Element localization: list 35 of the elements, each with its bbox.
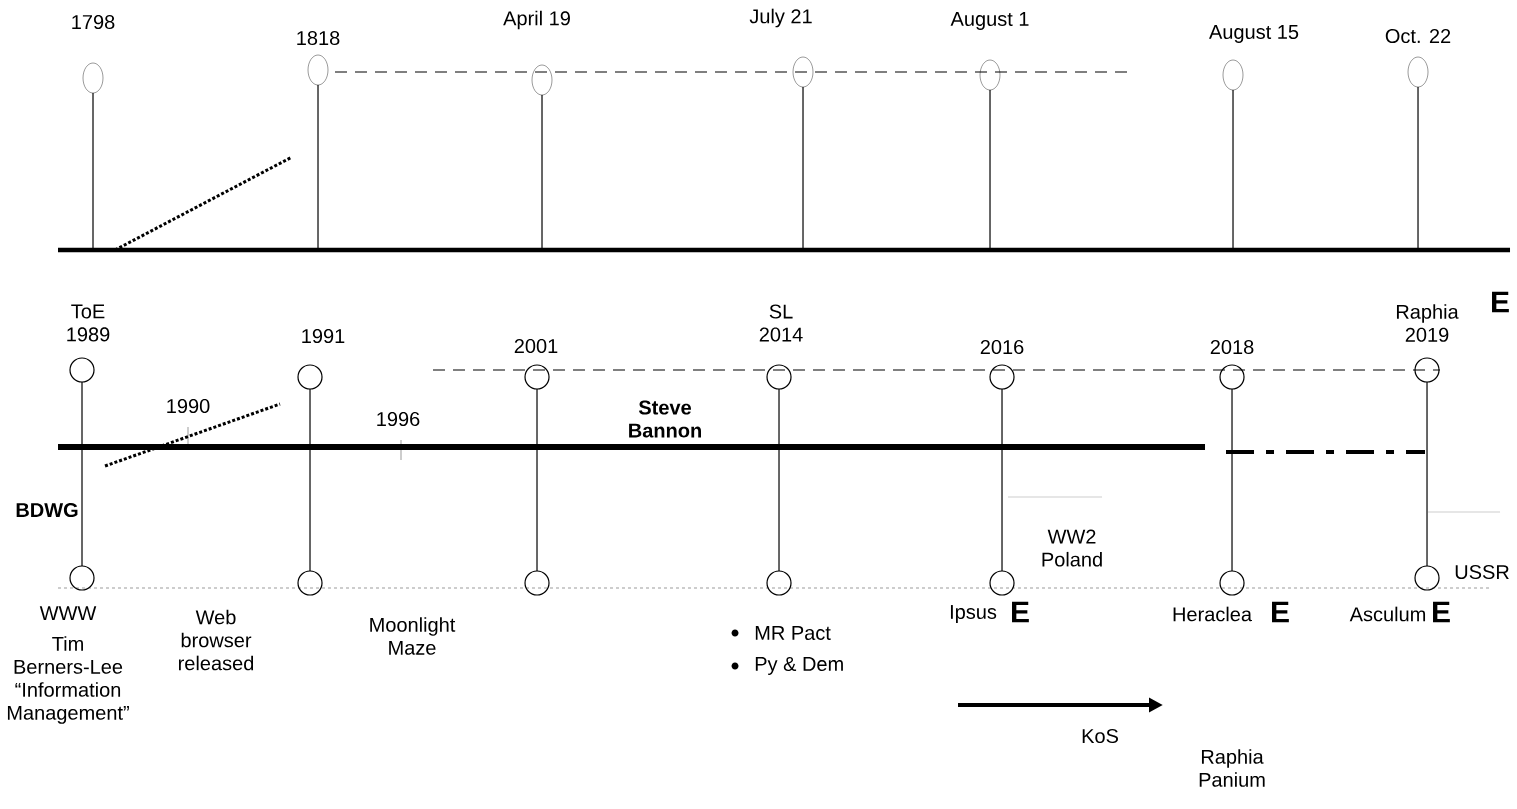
date-label: 2001 [514, 338, 558, 354]
date-label: July 21 [749, 8, 812, 28]
date-label: August 15 [1209, 25, 1299, 43]
event-label: Steve Bannon [629, 400, 701, 438]
list-item: MR Pact [731, 626, 831, 640]
date-label: August 1 [950, 12, 1029, 30]
event-label: Web browser released [179, 609, 254, 671]
event-label: Ipsus [950, 605, 997, 623]
date-label: 1991 [302, 328, 345, 344]
marker-letter: E [1433, 601, 1450, 623]
list-item: Py & Dem [731, 657, 843, 675]
date-label: 2016 [980, 339, 1024, 355]
date-label: 1818 [297, 30, 340, 46]
marker-letter: E [1272, 601, 1289, 623]
event-label: Asculum [1349, 606, 1426, 622]
date-label: Raphia 2019 [1397, 304, 1459, 342]
marker-letter: E [1012, 601, 1029, 623]
date-label: April 19 [503, 10, 570, 30]
event-label: Tim Berners-Lee “Information Management” [7, 636, 129, 724]
event-label: WWW [39, 606, 97, 620]
event-label: Heraclea [1173, 606, 1252, 622]
event-label: KoS [1082, 728, 1118, 744]
date-label: ToE 1989 [67, 304, 110, 342]
date-label: 1990 [167, 398, 210, 414]
date-label: SL 2014 [759, 304, 803, 342]
event-label: USSR [1455, 564, 1509, 580]
date-label: Oct. 22 [1385, 28, 1451, 44]
date-label: 2018 [1210, 339, 1254, 355]
event-label: Raphia Panium [1199, 749, 1265, 787]
date-label: 1798 [72, 14, 115, 30]
marker-letter: E [1492, 291, 1509, 313]
event-label: BDWG [16, 502, 78, 518]
event-label: Moonlight Maze [370, 617, 456, 655]
date-label: 1996 [377, 411, 420, 427]
event-label: WW2 Poland [1042, 529, 1102, 567]
